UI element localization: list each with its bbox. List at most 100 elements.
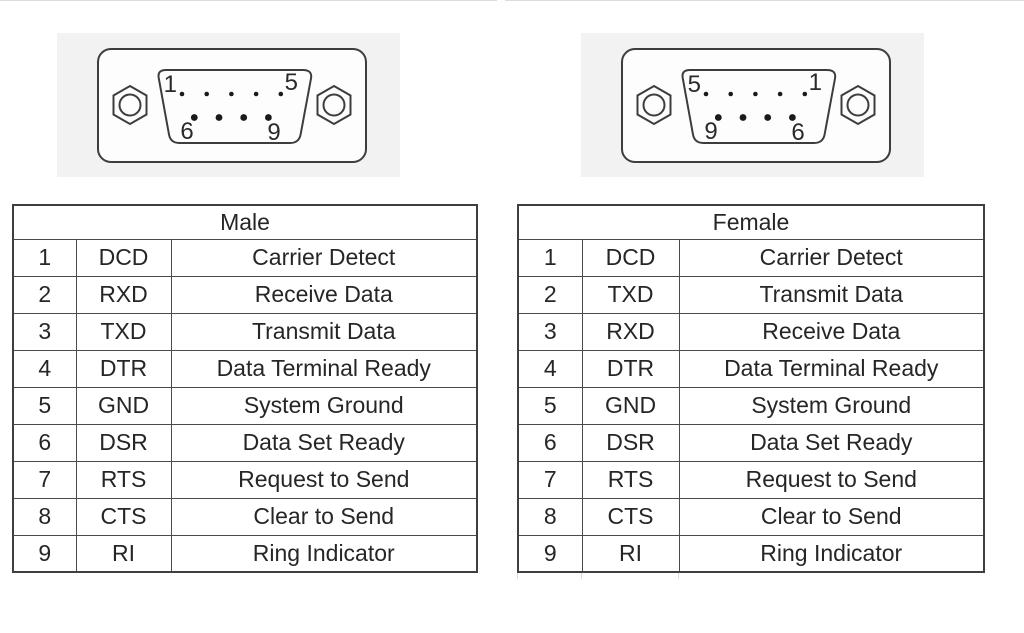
signal-name: RTS (75, 460, 172, 499)
female-connector-diagram: 5 1 9 6 (581, 33, 924, 177)
signal-description: System Ground (678, 386, 985, 425)
signal-name: RTS (581, 460, 680, 499)
pin-label-top-right: 5 (285, 69, 298, 96)
signal-description: System Ground (170, 386, 478, 425)
signal-name: TXD (75, 312, 172, 351)
pin-number: 1 (12, 238, 77, 277)
signal-description: Carrier Detect (678, 238, 985, 277)
signal-description: Data Terminal Ready (170, 349, 478, 388)
signal-name: RXD (75, 275, 172, 314)
signal-name: DSR (581, 423, 680, 462)
pin-number: 6 (517, 423, 583, 462)
mounting-screw-left-icon (112, 84, 148, 126)
signal-name: GND (75, 386, 172, 425)
pin-number: 8 (517, 497, 583, 536)
gridline-artifact (517, 573, 518, 579)
gridline-artifact (0, 0, 497, 1)
signal-description: Ring Indicator (170, 534, 478, 573)
pin-dots (179, 91, 284, 121)
dsub-shell (681, 69, 837, 144)
gridline-artifact (581, 573, 582, 579)
signal-name: RXD (581, 312, 680, 351)
signal-name: RI (581, 534, 680, 573)
pin-label-top-right: 1 (809, 69, 822, 96)
signal-description: Ring Indicator (678, 534, 985, 573)
male-connector-diagram: 1 5 6 9 (57, 33, 400, 177)
gridline-artifact (678, 573, 679, 579)
signal-name: GND (581, 386, 680, 425)
mounting-screw-right-icon (840, 84, 876, 126)
pin-number: 4 (517, 349, 583, 388)
gridline-artifact (505, 0, 1024, 1)
signal-name: DSR (75, 423, 172, 462)
pin-number: 3 (12, 312, 77, 351)
pin-label-top-left: 1 (164, 71, 177, 98)
female-connector-svg: 5 1 9 6 (581, 33, 924, 177)
pin-number: 3 (517, 312, 583, 351)
signal-description: Request to Send (170, 460, 478, 499)
pin-number: 5 (517, 386, 583, 425)
pin-label-bottom-left: 9 (704, 118, 717, 145)
table-title: Female (517, 204, 985, 240)
dsub-shell (157, 69, 313, 144)
pin-dots (703, 91, 808, 121)
pin-number: 1 (517, 238, 583, 277)
signal-description: Transmit Data (170, 312, 478, 351)
pin-number: 2 (12, 275, 77, 314)
signal-name: TXD (581, 275, 680, 314)
pin-number: 5 (12, 386, 77, 425)
signal-description: Data Set Ready (678, 423, 985, 462)
pin-label-bottom-right: 6 (791, 119, 804, 146)
pin-label-bottom-right: 9 (267, 119, 280, 146)
pin-number: 8 (12, 497, 77, 536)
mounting-screw-left-icon (636, 84, 672, 126)
signal-description: Receive Data (678, 312, 985, 351)
signal-name: DCD (75, 238, 172, 277)
pin-number: 4 (12, 349, 77, 388)
signal-name: DTR (581, 349, 680, 388)
signal-description: Receive Data (170, 275, 478, 314)
pin-label-bottom-left: 6 (180, 118, 193, 145)
signal-description: Transmit Data (678, 275, 985, 314)
signal-name: RI (75, 534, 172, 573)
signal-description: Request to Send (678, 460, 985, 499)
pin-number: 9 (12, 534, 77, 573)
male-connector-svg: 1 5 6 9 (57, 33, 400, 177)
signal-description: Data Terminal Ready (678, 349, 985, 388)
mounting-screw-right-icon (316, 84, 352, 126)
table-header-row: Male (12, 204, 478, 240)
signal-name: DCD (581, 238, 680, 277)
signal-description: Carrier Detect (170, 238, 478, 277)
pin-number: 2 (517, 275, 583, 314)
pin-label-top-left: 5 (688, 71, 701, 98)
signal-description: Data Set Ready (170, 423, 478, 462)
signal-name: CTS (581, 497, 680, 536)
pin-number: 7 (12, 460, 77, 499)
pin-number: 9 (517, 534, 583, 573)
table-header-row: Female (517, 204, 985, 240)
signal-name: CTS (75, 497, 172, 536)
pin-number: 7 (517, 460, 583, 499)
signal-name: DTR (75, 349, 172, 388)
pin-number: 6 (12, 423, 77, 462)
